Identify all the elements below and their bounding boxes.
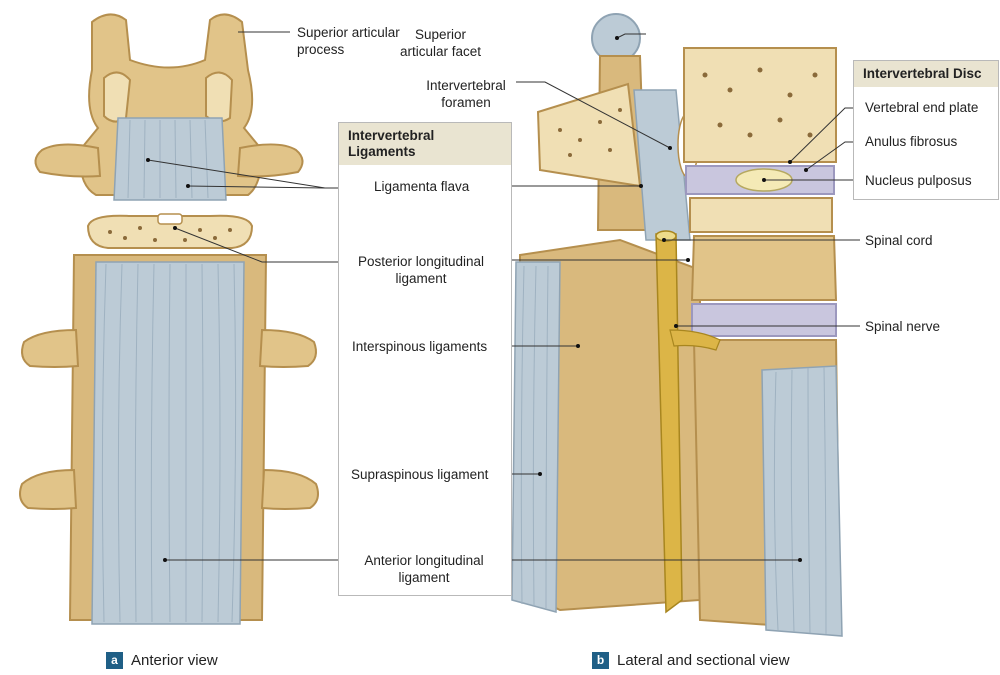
ligaments-panel-header: Intervertebral Ligaments (339, 123, 511, 165)
vertebral-body-lower (690, 235, 838, 301)
label-intervertebral-foramen: Intervertebral foramen (426, 78, 506, 110)
label-vertebral-end-plate: Vertebral end plate (865, 100, 979, 115)
spinal-nerve-root (669, 329, 721, 351)
ligaments-title-line2: Ligaments (348, 144, 416, 159)
label-ligamenta-flava: Ligamenta flava (374, 179, 470, 194)
caption-a-badge: a (106, 652, 123, 669)
lamina-section (536, 82, 642, 188)
articular-process-cut-left (103, 71, 132, 123)
label-spinal-cord: Spinal cord (865, 233, 933, 248)
spinal-cord-cut (655, 230, 677, 242)
anterior-longitudinal-ligament-lateral (761, 365, 843, 637)
label-spinal-nerve: Spinal nerve (865, 319, 941, 334)
caption-a-text: Anterior view (131, 652, 218, 669)
anterior-view-illustration (19, 13, 319, 625)
vertebral-body-section-anterior (86, 214, 254, 249)
label-nucleus-pulposus: Nucleus pulposus (865, 173, 972, 188)
caption-b-text: Lateral and sectional view (617, 652, 790, 669)
disc-lower (691, 303, 837, 337)
transverse-process-right-2 (258, 328, 317, 368)
caption-lateral-view: b Lateral and sectional view (592, 652, 790, 669)
ligaments-title-line1: Intervertebral (348, 128, 435, 143)
disc-panel: Intervertebral Disc (853, 60, 999, 200)
caption-anterior-view: a Anterior view (106, 652, 218, 669)
anterior-longitudinal-ligament-anterior (91, 261, 245, 625)
label-supraspinous-ligament: Supraspinous ligament (351, 467, 489, 482)
spinal-canal-cut (157, 213, 183, 225)
transverse-process-left-1 (34, 143, 102, 178)
label-superior-articular-facet: Superior articular facet (400, 27, 482, 59)
label-anulus-fibrosus: Anulus fibrosus (865, 134, 958, 149)
transverse-process-right-1 (236, 143, 304, 178)
vertebral-body-lower-section (689, 197, 833, 233)
leader-dots (146, 36, 808, 562)
articular-process-cut-right (205, 71, 234, 123)
vertebral-body-upper-section (683, 47, 837, 163)
ligaments-panel: Intervertebral Ligaments (338, 122, 512, 596)
label-posterior-longitudinal-ligament: Posterior longitudinal ligament (357, 254, 485, 286)
transverse-process-right-3 (260, 468, 319, 510)
label-interspinous-ligaments: Interspinous ligaments (352, 339, 488, 354)
label-anterior-longitudinal-ligament: Anterior longitudinal ligament (364, 553, 484, 585)
ligamenta-flava-anterior (113, 117, 227, 201)
caption-b-badge: b (592, 652, 609, 669)
label-superior-articular-process: Superior articular process (297, 25, 400, 57)
interspinous-ligaments-lateral (511, 261, 561, 613)
transverse-process-left-2 (21, 328, 80, 368)
transverse-process-left-3 (19, 468, 78, 510)
disc-panel-header: Intervertebral Disc (854, 61, 998, 87)
